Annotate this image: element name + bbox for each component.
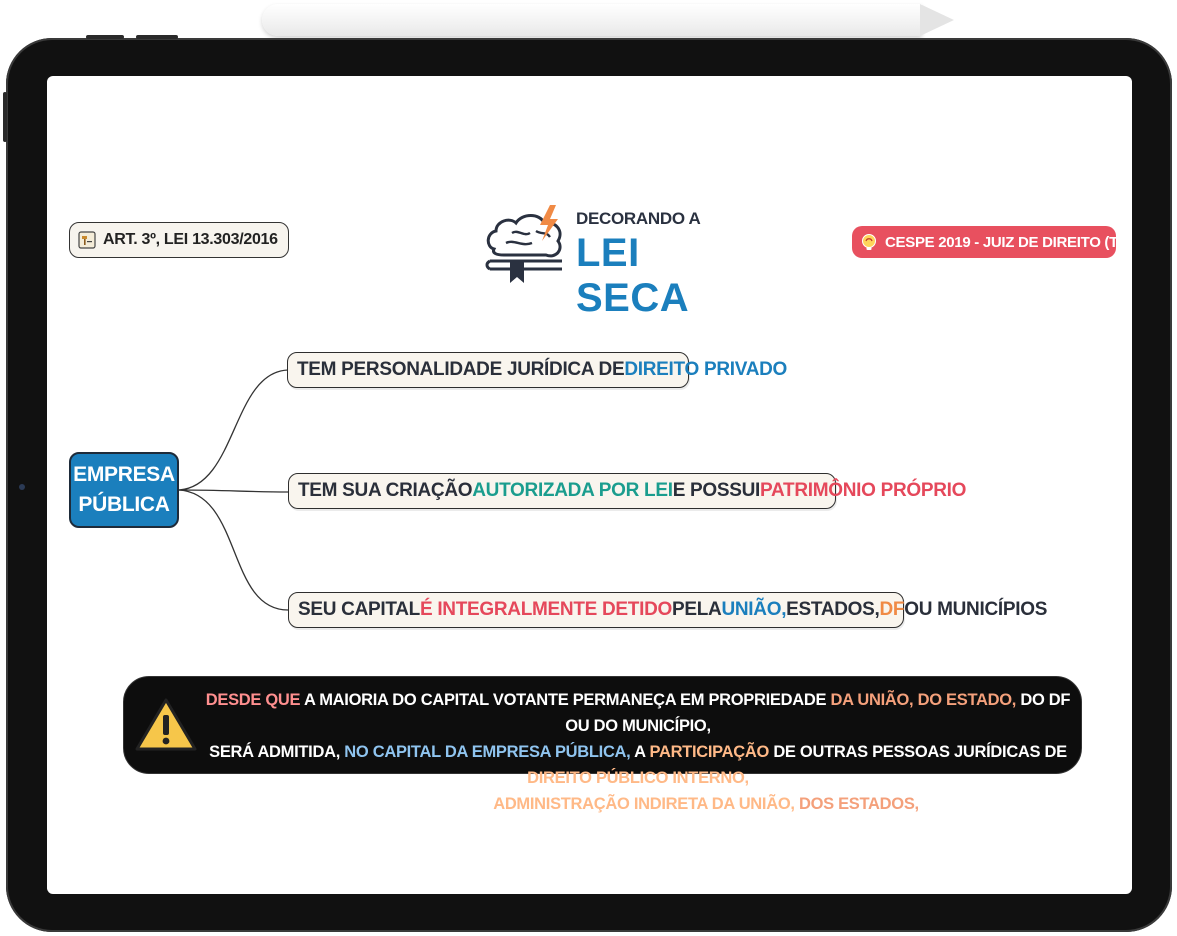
warning-line: SERÁ ADMITIDA, NO CAPITAL DA EMPRESA PÚB… (200, 739, 1076, 791)
connector-line (178, 489, 289, 611)
warning-segment: DO DF E DOS MUNICÍPIOS (590, 795, 1028, 839)
central-node-line: PÚBLICA (78, 493, 170, 516)
branch-text: SEU CAPITAL (298, 599, 420, 620)
tablet-screen: ART. 3º, LEI 13.303/2016 DECORANDO A LEI… (47, 76, 1132, 894)
connector-line (178, 489, 289, 493)
warning-highlight: NO CAPITAL DA EMPRESA PÚBLICA, (344, 743, 631, 761)
logo: DECORANDO A LEI SECA (484, 203, 714, 320)
exam-reference-tag: CESPE 2019 - JUIZ DE DIREITO (TJ-PA) (852, 226, 1132, 258)
branch-text: TEM PERSONALIDADE JURÍDICA DE (297, 359, 625, 380)
volume-button (86, 35, 124, 39)
warning-text: DESDE QUE A MAIORIA DO CAPITAL VOTANTE P… (200, 687, 1076, 843)
branch-highlight: PATRIMÔNIO PRÓPRIO (760, 480, 967, 501)
brain-lightbulb-icon (862, 234, 876, 250)
warning-highlight: DOS ESTADOS, (798, 795, 919, 813)
logo-big-text: LEI SECA (576, 231, 690, 320)
branch-highlight: UNIÃO, (721, 599, 787, 620)
warning-highlight: PARTICIPAÇÃO (649, 743, 770, 761)
warning-segment: A MAIORIA DO CAPITAL VOTANTE PERMANEÇA E… (303, 691, 827, 709)
warning-segment: BEM COMO DE ENTIDADES DA (248, 795, 490, 813)
warning-line: BEM COMO DE ENTIDADES DA ADMINISTRAÇÃO I… (200, 791, 1076, 843)
central-node-line: EMPRESA (73, 463, 175, 486)
warning-box: DESDE QUE A MAIORIA DO CAPITAL VOTANTE P… (123, 676, 1082, 839)
warning-highlight: DESDE QUE (205, 691, 301, 709)
branch-text: OU MUNICÍPIOS (904, 599, 1048, 620)
legal-reference-tag: ART. 3º, LEI 13.303/2016 (69, 222, 289, 258)
branch-text: TEM SUA CRIAÇÃO (298, 480, 473, 501)
exam-reference-text: CESPE 2019 - JUIZ DE DIREITO (TJ-PA) (885, 233, 1132, 251)
warning-highlight: ADMINISTRAÇÃO INDIRETA DA UNIÃO, (493, 795, 795, 813)
apple-pencil-tip (920, 4, 954, 36)
warning-segment: DE OUTRAS PESSOAS JURÍDICAS DE (773, 743, 1067, 761)
connector-line (178, 369, 289, 491)
branch-node: SEU CAPITAL É INTEGRALMENTE DETIDO PELA … (288, 592, 1047, 628)
branch-node: TEM PERSONALIDADE JURÍDICA DE DIREITO PR… (287, 352, 787, 388)
warning-triangle-icon (135, 698, 197, 751)
camera-icon (19, 484, 25, 490)
warning-highlight: DO ESTADO, (917, 691, 1017, 709)
branch-text: E POSSUI (672, 480, 761, 501)
warning-segment: DO DF OU DO MUNICÍPIO, (565, 691, 1071, 735)
warning-highlight: DA UNIÃO, (830, 691, 914, 709)
warning-segment: SERÁ ADMITIDA, (209, 743, 340, 761)
branch-highlight: DIREITO PRIVADO (624, 359, 788, 380)
branch-highlight: DF (879, 599, 905, 620)
central-node: EMPRESA PÚBLICA (69, 452, 179, 528)
logo-small-text: DECORANDO A (576, 209, 701, 228)
branch-highlight: É INTEGRALMENTE DETIDO (419, 599, 672, 620)
branch-highlight: AUTORIZADA POR LEI (472, 480, 673, 501)
warning-line: DESDE QUE A MAIORIA DO CAPITAL VOTANTE P… (200, 687, 1076, 739)
power-button (3, 92, 7, 142)
warning-segment: A (634, 743, 646, 761)
branch-node: TEM SUA CRIAÇÃO AUTORIZADA POR LEI E POS… (288, 473, 966, 509)
mindmap-connectors (178, 369, 289, 611)
warning-highlight: DIREITO PÚBLICO INTERNO, (527, 769, 749, 787)
legal-reference-text: ART. 3º, LEI 13.303/2016 (103, 231, 278, 248)
law-book-icon (78, 231, 96, 249)
brain-book-lightning-icon (485, 205, 562, 283)
apple-pencil (262, 4, 922, 36)
branch-text: ESTADOS, (786, 599, 880, 620)
volume-button (136, 35, 178, 39)
branch-text: PELA (671, 599, 722, 620)
